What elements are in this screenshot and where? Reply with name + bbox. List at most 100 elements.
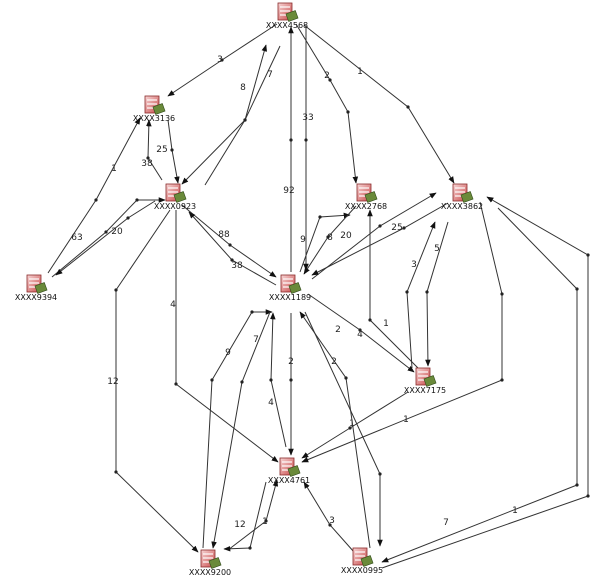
edge-bend-point bbox=[378, 472, 382, 476]
edge-bend-point bbox=[425, 290, 429, 294]
edge-bend-point bbox=[368, 318, 372, 322]
edge-bend-point bbox=[114, 470, 118, 474]
edge-bend-point bbox=[402, 226, 406, 230]
edge-weight-label: 33 bbox=[302, 113, 313, 123]
node-label: XXXX2768 bbox=[345, 202, 387, 211]
node-label: XXXX1189 bbox=[269, 293, 311, 302]
edge-weight-label: 9 bbox=[300, 235, 306, 245]
edge-weight-label: 38 bbox=[141, 159, 153, 169]
edge-weight-label: 2 bbox=[335, 325, 341, 335]
edge-weight-label: 7 bbox=[443, 518, 449, 528]
edge-0923-to-1189 bbox=[181, 204, 277, 278]
edge-weight-label: 2 bbox=[288, 357, 294, 367]
edge-1189-to-9200 bbox=[211, 311, 271, 549]
edge-9200-to-1189 bbox=[202, 309, 273, 549]
money-icon bbox=[364, 191, 378, 203]
edge-bend-point bbox=[146, 156, 150, 160]
money-icon bbox=[360, 555, 374, 567]
edge-weight-label: 4 bbox=[170, 300, 176, 310]
edge-weight-label: 25 bbox=[391, 223, 402, 233]
edge-bend-point bbox=[328, 523, 332, 527]
edge-bend-point bbox=[575, 287, 579, 291]
node-label: XXXX9394 bbox=[15, 293, 57, 302]
money-icon bbox=[288, 282, 302, 294]
edge-bend-point bbox=[240, 380, 244, 384]
edge-bend-point bbox=[220, 58, 224, 62]
edge-weight-label: 3 bbox=[411, 260, 417, 270]
node-xxxx9394[interactable]: XXXX9394 bbox=[15, 274, 57, 302]
edge-0923-to-4761 bbox=[175, 210, 279, 463]
node-xxxx9200[interactable]: XXXX9200 bbox=[189, 549, 231, 577]
edge-bend-point bbox=[328, 78, 332, 82]
node-xxxx3136[interactable]: XXXX3136 bbox=[133, 95, 175, 123]
money-icon bbox=[173, 191, 187, 203]
edge-bend-point bbox=[250, 310, 254, 314]
node-label: XXXX9200 bbox=[189, 568, 231, 577]
edge-bend-point bbox=[114, 288, 118, 292]
edge-3862-to-4761 bbox=[301, 201, 503, 463]
edge-weight-label: 7 bbox=[253, 335, 259, 345]
node-label: XXXX3136 bbox=[133, 114, 175, 123]
edge-bend-point bbox=[135, 198, 139, 202]
edge-weight-label: 4 bbox=[268, 398, 274, 408]
edge-bend-point bbox=[269, 378, 273, 382]
node-xxxx4568[interactable]: XXXX4568 bbox=[266, 2, 308, 30]
edge-bend-point bbox=[94, 198, 98, 202]
node-xxxx2768[interactable]: XXXX2768 bbox=[345, 183, 387, 211]
node-label: XXXX0923 bbox=[154, 202, 196, 211]
edge-1189-to-0995 bbox=[304, 311, 383, 547]
edge-weight-label: 20 bbox=[340, 231, 352, 241]
edge-weight-label: 1 bbox=[403, 415, 409, 425]
node-label: XXXX4568 bbox=[266, 21, 308, 30]
edge-bend-point bbox=[318, 215, 322, 219]
edge-3136-to-0923 bbox=[167, 119, 180, 184]
node-label: XXXX4761 bbox=[268, 476, 310, 485]
edge-bend-point bbox=[326, 235, 330, 239]
node-xxxx0995[interactable]: XXXX0995 bbox=[341, 547, 383, 575]
edge-0923-to-9200 bbox=[115, 209, 199, 553]
edge-bend-point bbox=[248, 546, 252, 550]
edge-bend-point bbox=[406, 105, 410, 109]
edge-weight-label: 1 bbox=[357, 67, 363, 77]
edge-weight-label: 92 bbox=[283, 186, 294, 196]
edge-4761-to-9200 bbox=[223, 481, 267, 552]
node-xxxx0923[interactable]: XXXX0923 bbox=[154, 183, 196, 211]
edge-4568-to-0923 bbox=[181, 45, 281, 185]
edge-weight-label: 7 bbox=[267, 70, 273, 80]
edge-weight-label: 4 bbox=[357, 330, 363, 340]
edge-bend-point bbox=[378, 224, 382, 228]
edge-bend-point bbox=[174, 382, 178, 386]
edge-bend-point bbox=[304, 138, 308, 142]
edge-bend-point bbox=[346, 110, 350, 114]
money-icon bbox=[285, 10, 299, 22]
edge-weight-label: 12 bbox=[234, 520, 245, 530]
money-icon bbox=[208, 557, 222, 569]
edge-bend-point bbox=[210, 378, 214, 382]
edge-bend-point bbox=[348, 426, 352, 430]
edge-weight-label: 8 bbox=[240, 83, 246, 93]
edge-0923-to-4568 bbox=[204, 44, 267, 186]
edge-weight-label: 1 bbox=[262, 517, 268, 527]
edge-bend-point bbox=[586, 494, 590, 498]
edge-9394-to-3136 bbox=[47, 117, 141, 274]
money-icon bbox=[423, 375, 437, 387]
edge-7175-to-3862 bbox=[406, 221, 436, 369]
edge-weight-label: 20 bbox=[111, 227, 123, 237]
node-xxxx3862[interactable]: XXXX3862 bbox=[441, 183, 483, 211]
edge-3862-to-0995 bbox=[381, 207, 578, 563]
edge-bend-point bbox=[500, 378, 504, 382]
edge-bend-point bbox=[586, 253, 590, 257]
edge-weight-label: 2 bbox=[324, 71, 330, 81]
edge-weight-label: 1 bbox=[383, 319, 389, 329]
edge-weight-label: 2 bbox=[331, 357, 337, 367]
edge-bend-point bbox=[170, 148, 174, 152]
edge-weight-label: 63 bbox=[71, 233, 82, 243]
edge-bend-point bbox=[104, 230, 108, 234]
edge-4568-to-3862 bbox=[303, 24, 455, 184]
node-xxxx7175[interactable]: XXXX7175 bbox=[404, 367, 446, 395]
node-xxxx4761[interactable]: XXXX4761 bbox=[268, 457, 310, 485]
edge-0995-to-3862 bbox=[381, 196, 589, 569]
edge-bend-point bbox=[575, 483, 579, 487]
node-xxxx1189[interactable]: XXXX1189 bbox=[269, 274, 311, 302]
node-label: XXXX7175 bbox=[404, 386, 446, 395]
